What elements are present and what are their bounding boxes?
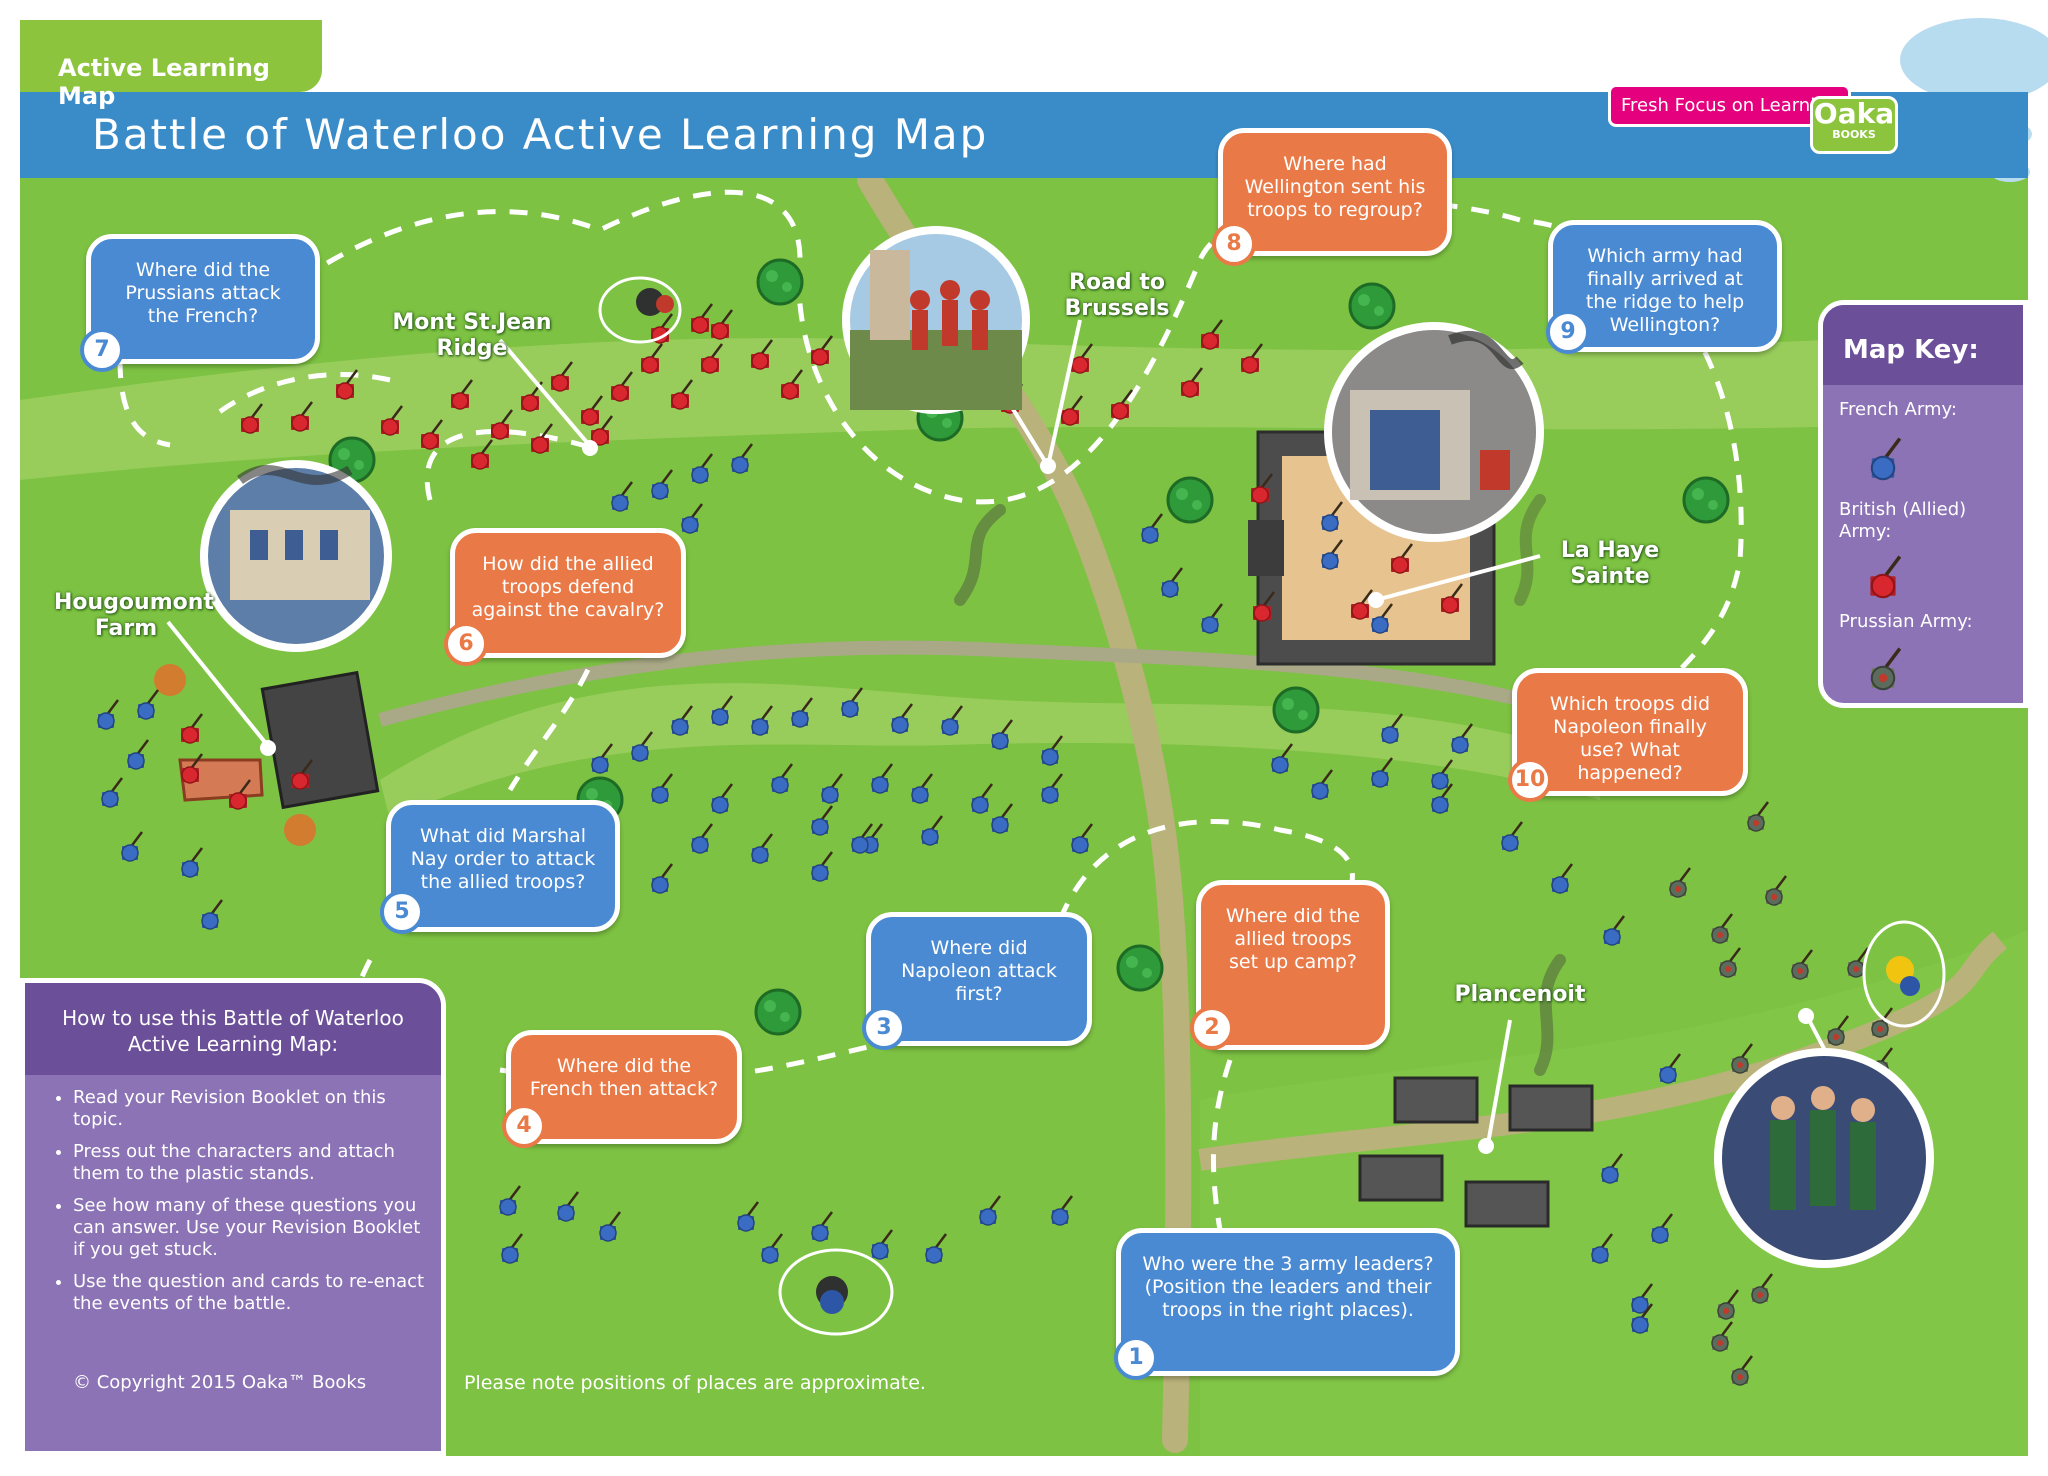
question-7-number: 7	[80, 328, 124, 372]
copyright: © Copyright 2015 Oaka™ Books	[73, 1372, 367, 1393]
approximate-positions-note: Please note positions of places are appr…	[464, 1372, 926, 1394]
question-8: Where had Wellington sent his troops to …	[1218, 128, 1452, 256]
question-2-number: 2	[1190, 1006, 1234, 1050]
question-1-number: 1	[1114, 1336, 1158, 1380]
header-tab-label: Active Learning Map	[58, 54, 270, 110]
place-mont-st-jean: Mont St.Jean Ridge	[392, 310, 552, 361]
question-2: Where did the allied troops set up camp?	[1196, 880, 1390, 1050]
french-soldier-icon	[1870, 436, 1902, 481]
question-1: Who were the 3 army leaders? (Position t…	[1116, 1228, 1460, 1376]
key-french-label: French Army:	[1839, 399, 1957, 420]
header-tab: Active Learning Map	[20, 20, 322, 110]
page-title: Battle of Waterloo Active Learning Map	[92, 110, 989, 159]
question-8-number: 8	[1212, 222, 1256, 266]
key-prussian-label: Prussian Army:	[1839, 611, 1973, 632]
question-6-number: 6	[444, 622, 488, 666]
howto-item: Read your Revision Booklet on this topic…	[73, 1087, 433, 1131]
question-5-number: 5	[380, 890, 424, 934]
howto-panel: How to use this Battle of Waterloo Activ…	[20, 978, 446, 1456]
howto-item: Press out the characters and attach them…	[73, 1141, 433, 1185]
howto-item: Use the question and cards to re-enact t…	[73, 1271, 433, 1315]
prussian-soldier-icon	[1870, 646, 1902, 691]
map-key: Map Key: French Army: British (Allied) A…	[1818, 300, 2028, 708]
question-3-number: 3	[862, 1006, 906, 1050]
question-6: How did the allied troops defend against…	[450, 528, 686, 658]
howto-item: See how many of these questions you can …	[73, 1195, 433, 1261]
map-key-title: Map Key:	[1823, 305, 2023, 385]
question-4-number: 4	[502, 1104, 546, 1148]
place-road-to-brussels: Road to Brussels	[1064, 270, 1170, 321]
place-plancenoit: Plancenoit	[1454, 982, 1586, 1007]
key-british-label: British (Allied) Army:	[1839, 499, 1967, 542]
howto-title: How to use this Battle of Waterloo Activ…	[25, 983, 441, 1075]
place-la-haye-sainte: La Haye Sainte	[1560, 538, 1660, 589]
place-hougoumont-farm: Hougoumont Farm	[54, 590, 214, 641]
question-7: Where did the Prussians attack the Frenc…	[86, 234, 320, 364]
question-5: What did Marshal Nay order to attack the…	[386, 800, 620, 932]
question-10-number: 10	[1508, 758, 1552, 802]
question-9-number: 9	[1546, 310, 1590, 354]
howto-list: Read your Revision Booklet on this topic…	[55, 1087, 433, 1325]
british-soldier-icon	[1868, 554, 1902, 599]
question-3: Where did Napoleon attack first?	[866, 912, 1092, 1046]
